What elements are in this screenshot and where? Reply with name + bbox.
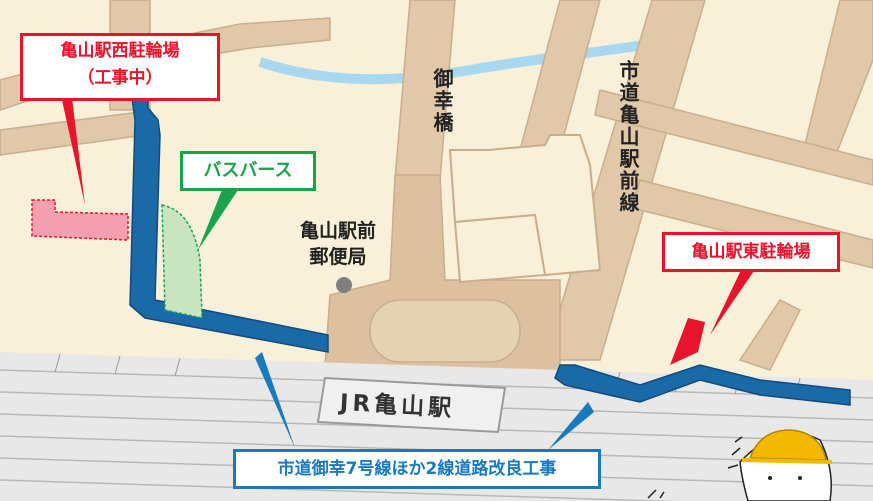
river xyxy=(258,37,666,85)
station-label: JR亀山駅 xyxy=(339,389,456,422)
post-office-label: 亀山駅前 郵便局 xyxy=(300,218,376,270)
bus-berth-area xyxy=(161,204,203,319)
west-parking-pointer xyxy=(62,98,85,205)
west-parking-callout: 亀山駅西駐輪場 （工事中） xyxy=(20,33,220,101)
post-office-dot xyxy=(336,277,352,293)
road-right-5 xyxy=(738,299,802,371)
west-parking-callout-line1: 亀山駅西駐輪場 xyxy=(60,41,180,61)
project-pointer-left xyxy=(255,352,295,448)
project-callout: 市道御幸7号線ほか2線道路改良工事 xyxy=(233,449,601,489)
station-building xyxy=(316,376,507,434)
post-office-label-line1: 亀山駅前 xyxy=(300,220,377,242)
east-parking-pointer xyxy=(710,268,756,335)
building-east-lower xyxy=(453,213,547,284)
post-office-label-line2: 郵便局 xyxy=(309,246,367,268)
bridge-label: 御幸橋 xyxy=(430,68,454,134)
project-pointer-right xyxy=(548,402,594,450)
west-parking-callout-line2: （工事中） xyxy=(77,68,163,88)
building-east xyxy=(448,134,602,277)
bus-berth-callout: バスバース xyxy=(180,151,316,191)
work-road-east xyxy=(554,364,851,406)
east-parking-area xyxy=(670,318,705,365)
worker-character xyxy=(647,429,833,501)
road-right-4 xyxy=(594,89,873,186)
work-road-west xyxy=(129,97,329,353)
west-parking-area xyxy=(31,199,129,241)
roundabout xyxy=(369,299,521,363)
east-road-label: 市道亀山駅前線 xyxy=(616,60,640,214)
east-parking-callout: 亀山駅東駐輪場 xyxy=(662,232,840,272)
bus-berth-pointer xyxy=(198,190,238,250)
road-right-2 xyxy=(799,0,873,171)
